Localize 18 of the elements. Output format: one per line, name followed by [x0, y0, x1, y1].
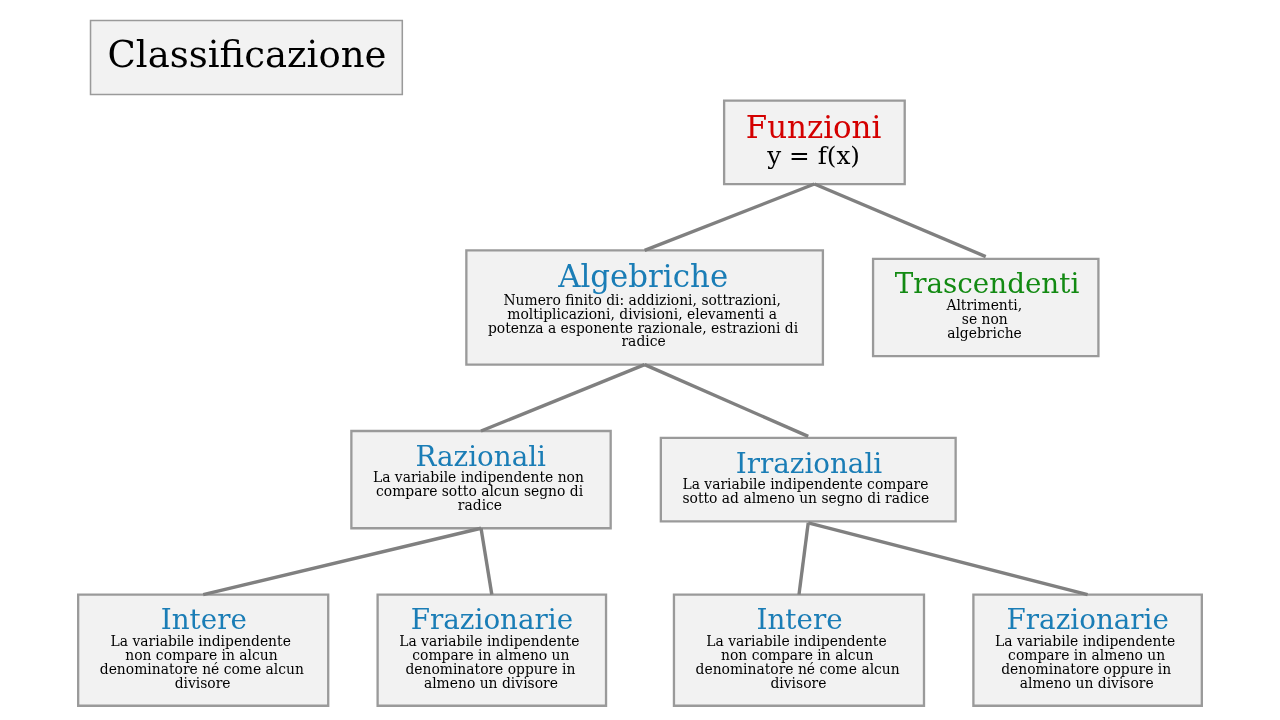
node-box: Intere La variabile indipendente non compare in alcun denominatore né come alcun divisore: [77, 593, 330, 707]
node-box: Frazionarie La variabile indipendente compare in almeno un denominatore oppure in almeno un divisore: [972, 593, 1203, 707]
connector: [643, 363, 809, 438]
node-box: Trascendenti Altrimenti, se non algebriche: [871, 257, 1100, 358]
connector: [813, 182, 987, 259]
diagram-title: Classificazione: [107, 33, 387, 77]
connector: [644, 182, 816, 252]
node-box: Algebriche Numero finito di: addizioni, sottrazioni, moltiplicazioni, divisioni, elevamenti a potenza a esponente razionale, estrazioni di radice: [465, 249, 825, 366]
connector: [480, 363, 646, 433]
node-box: Funzioni y = f(x): [722, 99, 906, 186]
connector: [479, 527, 494, 595]
connector: [202, 526, 482, 597]
connector: [797, 522, 810, 595]
node-box: Intere La variabile indipendente non compare in alcun denominatore né come alcun divisore: [672, 593, 926, 707]
node-box: Frazionarie La variabile indipendente compare in almeno un denominatore oppure in almeno un divisore: [376, 593, 608, 707]
node-box: Razionali La variabile indipendente non compare sotto alcun segno di radice: [350, 429, 612, 530]
connector: [807, 521, 1089, 597]
node-box: Irrazionali La variabile indipendente compare sotto ad almeno un segno di radice: [659, 436, 957, 523]
